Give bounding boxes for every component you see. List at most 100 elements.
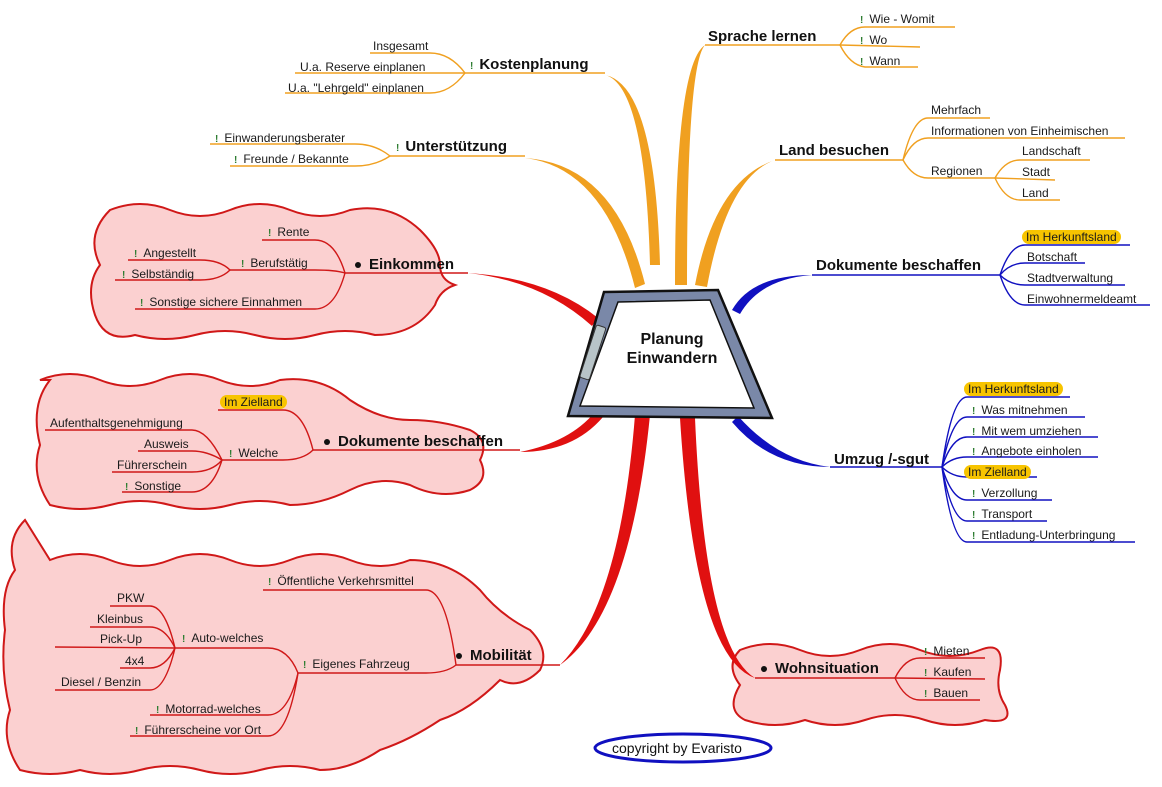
subtopic[interactable]: !Wie - Womit	[860, 12, 934, 28]
subtopic[interactable]: !Transport	[972, 507, 1032, 523]
subtopic[interactable]: Mehrfach	[931, 103, 982, 117]
clipboard-paper	[578, 299, 756, 409]
topic-land-besuchen[interactable]: Land besuchen	[779, 142, 890, 159]
subtopic[interactable]: !Was mitnehmen	[972, 403, 1068, 419]
subtopic[interactable]: !Angebote einholen	[972, 444, 1081, 460]
subtopic-label: Selbständig	[131, 267, 195, 281]
subtopic[interactable]: Informationen von Einheimischen	[931, 124, 1109, 138]
branch-dokumente-rechts	[732, 275, 812, 314]
info-icon: !	[182, 634, 186, 645]
subtopic[interactable]: !Verzollung	[972, 486, 1037, 502]
subtopic[interactable]: !Mieten	[924, 644, 969, 660]
info-icon: !	[125, 482, 129, 493]
subtopic[interactable]: 4x4	[125, 654, 145, 668]
subtopic-label: Berufstätig	[250, 256, 308, 270]
bomb-icon	[355, 262, 361, 269]
subtopic[interactable]: Aufenthaltsgenehmigung	[50, 416, 183, 430]
subtopic-highlight[interactable]: Im Zielland	[964, 465, 1031, 479]
subtopic-label: Kaufen	[933, 665, 972, 679]
clipboard-clip-icon	[579, 324, 607, 381]
topic-sprache-lernen[interactable]: Sprache lernen	[708, 28, 817, 45]
topic-dokumente-beschaffen-right[interactable]: Dokumente beschaffen	[816, 257, 982, 274]
central-topic-line1: Planung	[640, 331, 704, 348]
info-icon: !	[396, 143, 400, 154]
subtopic[interactable]: Führerschein	[117, 458, 188, 472]
subtopic[interactable]: Pick-Up	[100, 632, 143, 646]
subtopic[interactable]: U.a. Reserve einplanen	[300, 60, 426, 74]
subtopic[interactable]: !Führerscheine vor Ort	[135, 723, 261, 739]
subtopic-label: Wo	[869, 33, 888, 47]
subtopic[interactable]: Kleinbus	[97, 612, 144, 626]
subtopic[interactable]: Land	[1022, 186, 1049, 200]
subtopic[interactable]: ! Berufstätig	[241, 256, 308, 272]
info-icon: !	[234, 155, 238, 166]
info-icon: !	[268, 228, 272, 239]
branch-unterstuetzung	[525, 158, 645, 288]
subtopic[interactable]: ! Sonstige	[125, 479, 181, 495]
info-icon: !	[972, 531, 976, 542]
branch-sprache	[675, 45, 705, 285]
topic-label: Mobilität	[470, 647, 532, 664]
subtopic-highlight[interactable]: Im Herkunftsland	[1022, 230, 1121, 244]
subtopic-highlight[interactable]: Im Zielland	[220, 395, 287, 409]
subtopic[interactable]: !Wann	[860, 54, 900, 70]
subtopic[interactable]: PKW	[117, 591, 145, 605]
subtopic[interactable]: Insgesamt	[373, 39, 429, 53]
subtopic[interactable]: Landschaft	[1022, 144, 1081, 158]
info-icon: !	[860, 15, 864, 26]
subtopic[interactable]: !Bauen	[924, 686, 968, 702]
subtopic[interactable]: !Auto-welches	[182, 631, 263, 647]
subtopic[interactable]: Stadtverwaltung	[1027, 271, 1114, 285]
subtopic[interactable]: !Welche	[229, 446, 278, 462]
branch-wohnsituation	[680, 418, 755, 678]
topic-label: Dokumente beschaffen	[338, 433, 504, 450]
branch-umzug	[732, 416, 830, 467]
info-icon: !	[924, 668, 928, 679]
info-icon: !	[122, 270, 126, 281]
cloud-dokumente	[35, 373, 485, 510]
central-topic[interactable]: Planung Einwandern	[612, 330, 732, 368]
topic-wohnsituation[interactable]: Wohnsituation	[761, 660, 879, 678]
subtopic[interactable]: !Motorrad-welches	[156, 702, 261, 718]
cloud-mobilitaet	[2, 518, 545, 775]
subtopic-label: Angestellt	[143, 246, 197, 260]
subtopic-label: Mieten	[933, 644, 970, 658]
topic-dokumente-beschaffen-left[interactable]: Dokumente beschaffen	[324, 433, 503, 451]
subtopic[interactable]: Diesel / Benzin	[61, 675, 142, 689]
info-icon: !	[972, 406, 976, 417]
topic-mobilitaet[interactable]: Mobilität	[456, 647, 532, 665]
topic-kostenplanung[interactable]: !Kostenplanung	[470, 56, 589, 76]
info-icon: !	[156, 705, 160, 716]
subtopic[interactable]: Botschaft	[1027, 250, 1078, 264]
subtopic-label: Sonstige	[134, 479, 182, 493]
subtopic[interactable]: Regionen	[931, 164, 983, 178]
cloud-einkommen	[90, 203, 459, 340]
subtopic[interactable]: Ausweis	[144, 437, 189, 451]
subtopic[interactable]: !Freunde / Bekannte	[234, 152, 349, 168]
subtopic[interactable]: !Mit wem umziehen	[972, 424, 1081, 440]
subtopic[interactable]: !Sonstige sichere Einnahmen	[140, 295, 302, 311]
subtopic[interactable]: ! Selbständig	[122, 267, 194, 283]
subtopic-highlight[interactable]: Im Herkunftsland	[964, 382, 1063, 396]
info-icon: !	[268, 577, 272, 588]
subtopic[interactable]: ! Öffentliche Verkehrsmittel	[268, 574, 414, 590]
branch-einkommen	[468, 273, 598, 326]
subtopic[interactable]: ! Kaufen	[924, 665, 971, 681]
subtopic-label: Wann	[869, 54, 901, 68]
subtopic[interactable]: !Einwanderungsberater	[215, 131, 345, 147]
subtopic[interactable]: Stadt	[1022, 165, 1051, 179]
subtopic[interactable]: !Entladung-Unterbringung	[972, 528, 1115, 544]
topic-umzug[interactable]: Umzug /-sgut	[834, 451, 929, 468]
subtopic[interactable]: !Rente	[268, 225, 309, 241]
info-icon: !	[241, 259, 245, 270]
subtopic[interactable]: !Angestellt	[134, 246, 196, 262]
info-icon: !	[470, 61, 474, 72]
subtopic[interactable]: U.a. "Lehrgeld" einplanen	[288, 81, 424, 95]
subtopic[interactable]: !Eigenes Fahrzeug	[303, 657, 410, 673]
subtopic[interactable]: Einwohnermeldeamt	[1027, 292, 1137, 306]
topic-unterstuetzung[interactable]: !Unterstützung	[396, 138, 507, 158]
subtopic[interactable]: !Wo	[860, 33, 887, 49]
topic-einkommen[interactable]: Einkommen	[355, 256, 454, 274]
subtopic-label: Öffentliche Verkehrsmittel	[277, 574, 414, 588]
